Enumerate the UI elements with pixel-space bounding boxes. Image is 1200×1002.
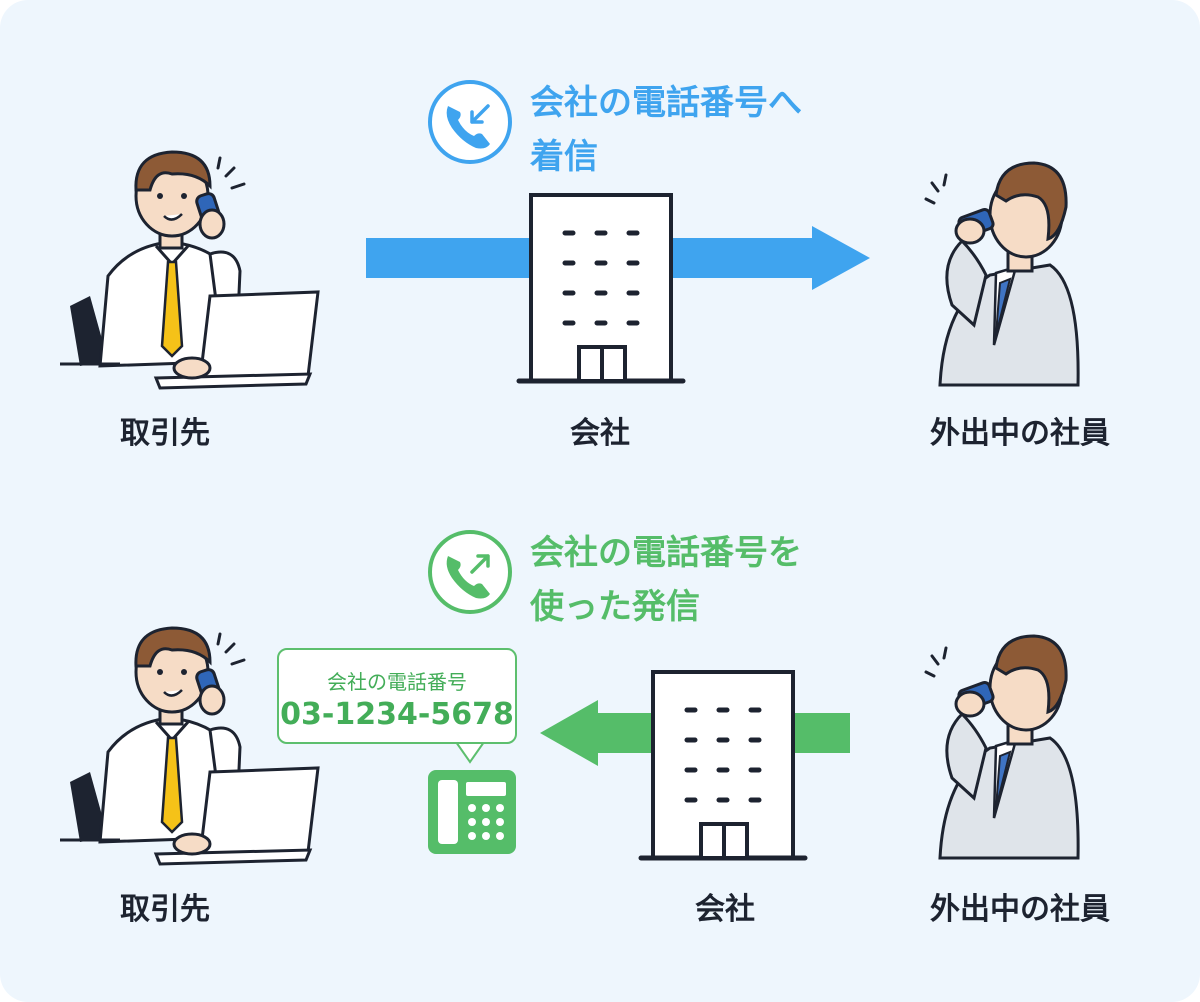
- incoming-call-icon: [428, 80, 512, 164]
- company-label: 会社: [695, 892, 755, 927]
- employee-person-illustration: [924, 634, 1080, 860]
- employee-person-illustration: [924, 161, 1080, 387]
- office-building-icon: [519, 195, 683, 381]
- desk-phone-icon: [428, 770, 516, 854]
- company-label: 会社: [570, 416, 630, 451]
- outgoing-caption: 会社の電話番号を 使った発信: [530, 526, 802, 634]
- office-building-icon: [641, 672, 805, 858]
- incoming-caption-line1: 会社の電話番号へ: [530, 83, 802, 123]
- incoming-caption-line2: 着信: [530, 137, 598, 177]
- client-label: 取引先: [120, 416, 210, 451]
- employee-label: 外出中の社員: [930, 416, 1110, 451]
- outgoing-call-icon: [428, 530, 512, 614]
- bubble-label: 会社の電話番号: [327, 670, 467, 694]
- outgoing-caption-line1: 会社の電話番号を: [530, 533, 802, 573]
- company-number-bubble: 会社の電話番号 03-1234-5678: [277, 648, 517, 744]
- employee-label: 外出中の社員: [930, 892, 1110, 927]
- outgoing-caption-line2: 使った発信: [530, 587, 700, 627]
- client-person-illustration: [58, 150, 320, 390]
- client-label: 取引先: [120, 892, 210, 927]
- company-phone-number: 03-1234-5678: [280, 697, 514, 732]
- incoming-caption: 会社の電話番号へ 着信: [530, 76, 802, 184]
